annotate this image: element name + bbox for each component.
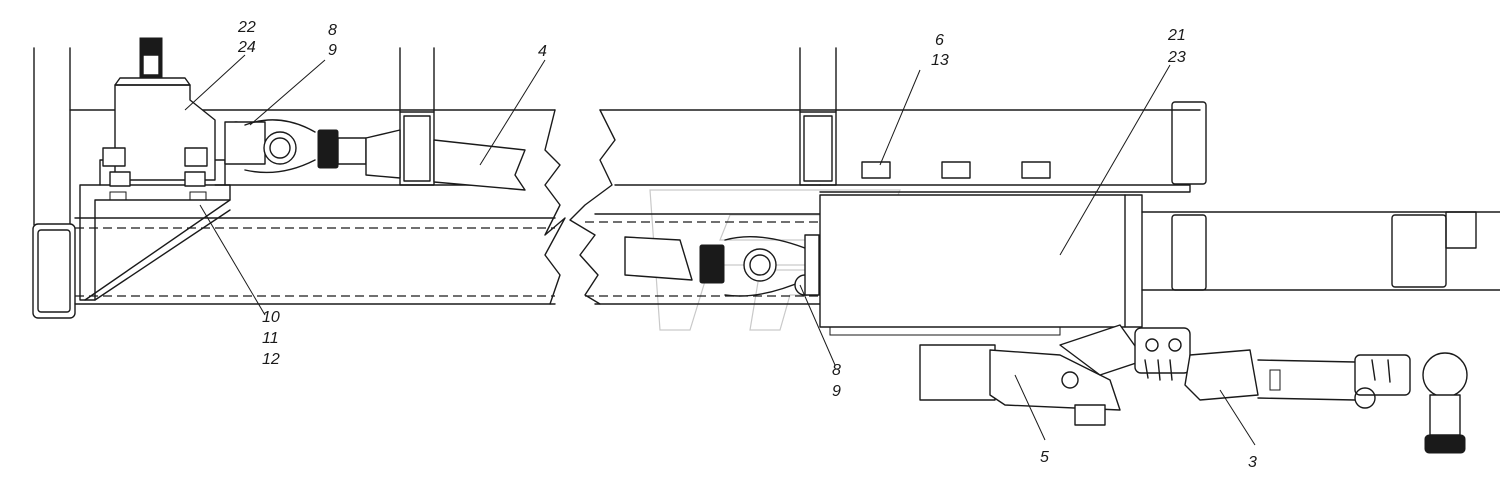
callout-6: 6 bbox=[935, 32, 944, 49]
callout-9-top: 9 bbox=[328, 42, 337, 59]
callout-11: 11 bbox=[262, 330, 279, 347]
callout-8-bottom: 8 bbox=[832, 362, 841, 379]
callouts: 22 24 8 9 4 6 13 21 23 10 11 12 8 9 5 3 bbox=[237, 19, 1257, 471]
callout-9-bottom: 9 bbox=[832, 383, 841, 400]
leader-lines bbox=[184, 54, 1256, 446]
steering-gear-housing bbox=[102, 37, 216, 201]
left-frame bbox=[32, 47, 566, 319]
power-cylinder-box bbox=[819, 194, 1500, 336]
callout-12: 12 bbox=[262, 351, 280, 368]
callout-4: 4 bbox=[538, 43, 547, 60]
callout-10: 10 bbox=[262, 309, 280, 326]
callout-22: 22 bbox=[237, 19, 256, 36]
callout-24: 24 bbox=[237, 39, 256, 56]
callout-5: 5 bbox=[1040, 449, 1049, 466]
callout-23: 23 bbox=[1167, 49, 1186, 66]
right-frame bbox=[569, 47, 1207, 305]
callout-21: 21 bbox=[1167, 27, 1186, 44]
cardan-shaft-right bbox=[624, 234, 820, 297]
steering-arm-and-tie-rod bbox=[919, 324, 1468, 454]
callout-8-top: 8 bbox=[328, 22, 337, 39]
callout-3: 3 bbox=[1248, 454, 1257, 471]
cardan-shaft-left bbox=[224, 119, 526, 191]
callout-13: 13 bbox=[931, 52, 949, 69]
